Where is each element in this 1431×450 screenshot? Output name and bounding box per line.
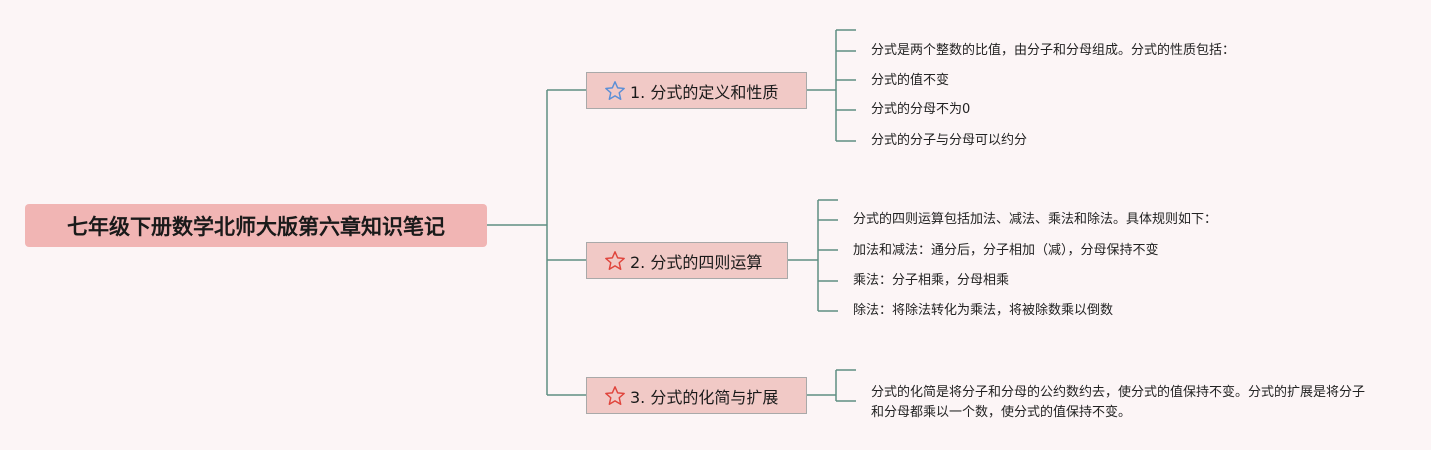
leaf-1-1: 分式是两个整数的比值，由分子和分母组成。分式的性质包括： — [871, 43, 1236, 58]
leaf-2-3: 乘法：分子相乘，分母相乘 — [853, 273, 1010, 288]
leaf-1-4: 分式的分子与分母可以约分 — [871, 133, 1028, 148]
leaf-3-1: 分式的化简是将分子和分母的公约数约去，使分式的值保持不变。分式的扩展是将分子和分… — [871, 385, 1366, 420]
leaf-1-2: 分式的值不变 — [871, 73, 950, 88]
leaf-2-1: 分式的四则运算包括加法、减法、乘法和除法。具体规则如下： — [853, 212, 1218, 227]
branch-simplify-extend[interactable]: 3. 分式的化简与扩展 — [586, 377, 807, 414]
branch-four-operations[interactable]: 2. 分式的四则运算 — [586, 242, 788, 279]
root-topic[interactable]: 七年级下册数学北师大版第六章知识笔记 — [25, 204, 487, 247]
star-outline-red-icon — [605, 385, 625, 405]
branch-2-label: 2. 分式的四则运算 — [630, 252, 763, 272]
leaf-2-2: 加法和减法：通分后，分子相加（减），分母保持不变 — [853, 243, 1159, 258]
leaf-1-3: 分式的分母不为0 — [871, 102, 971, 117]
leaf-2-4: 除法：将除法转化为乘法，将被除数乘以倒数 — [853, 303, 1114, 318]
branch-definition-properties[interactable]: 1. 分式的定义和性质 — [586, 72, 807, 109]
root-title: 七年级下册数学北师大版第六章知识笔记 — [67, 214, 445, 239]
star-outline-blue-icon — [605, 80, 625, 100]
branch-3-label: 3. 分式的化简与扩展 — [630, 387, 779, 407]
star-outline-red-icon — [605, 250, 625, 270]
branch-1-label: 1. 分式的定义和性质 — [630, 82, 779, 102]
